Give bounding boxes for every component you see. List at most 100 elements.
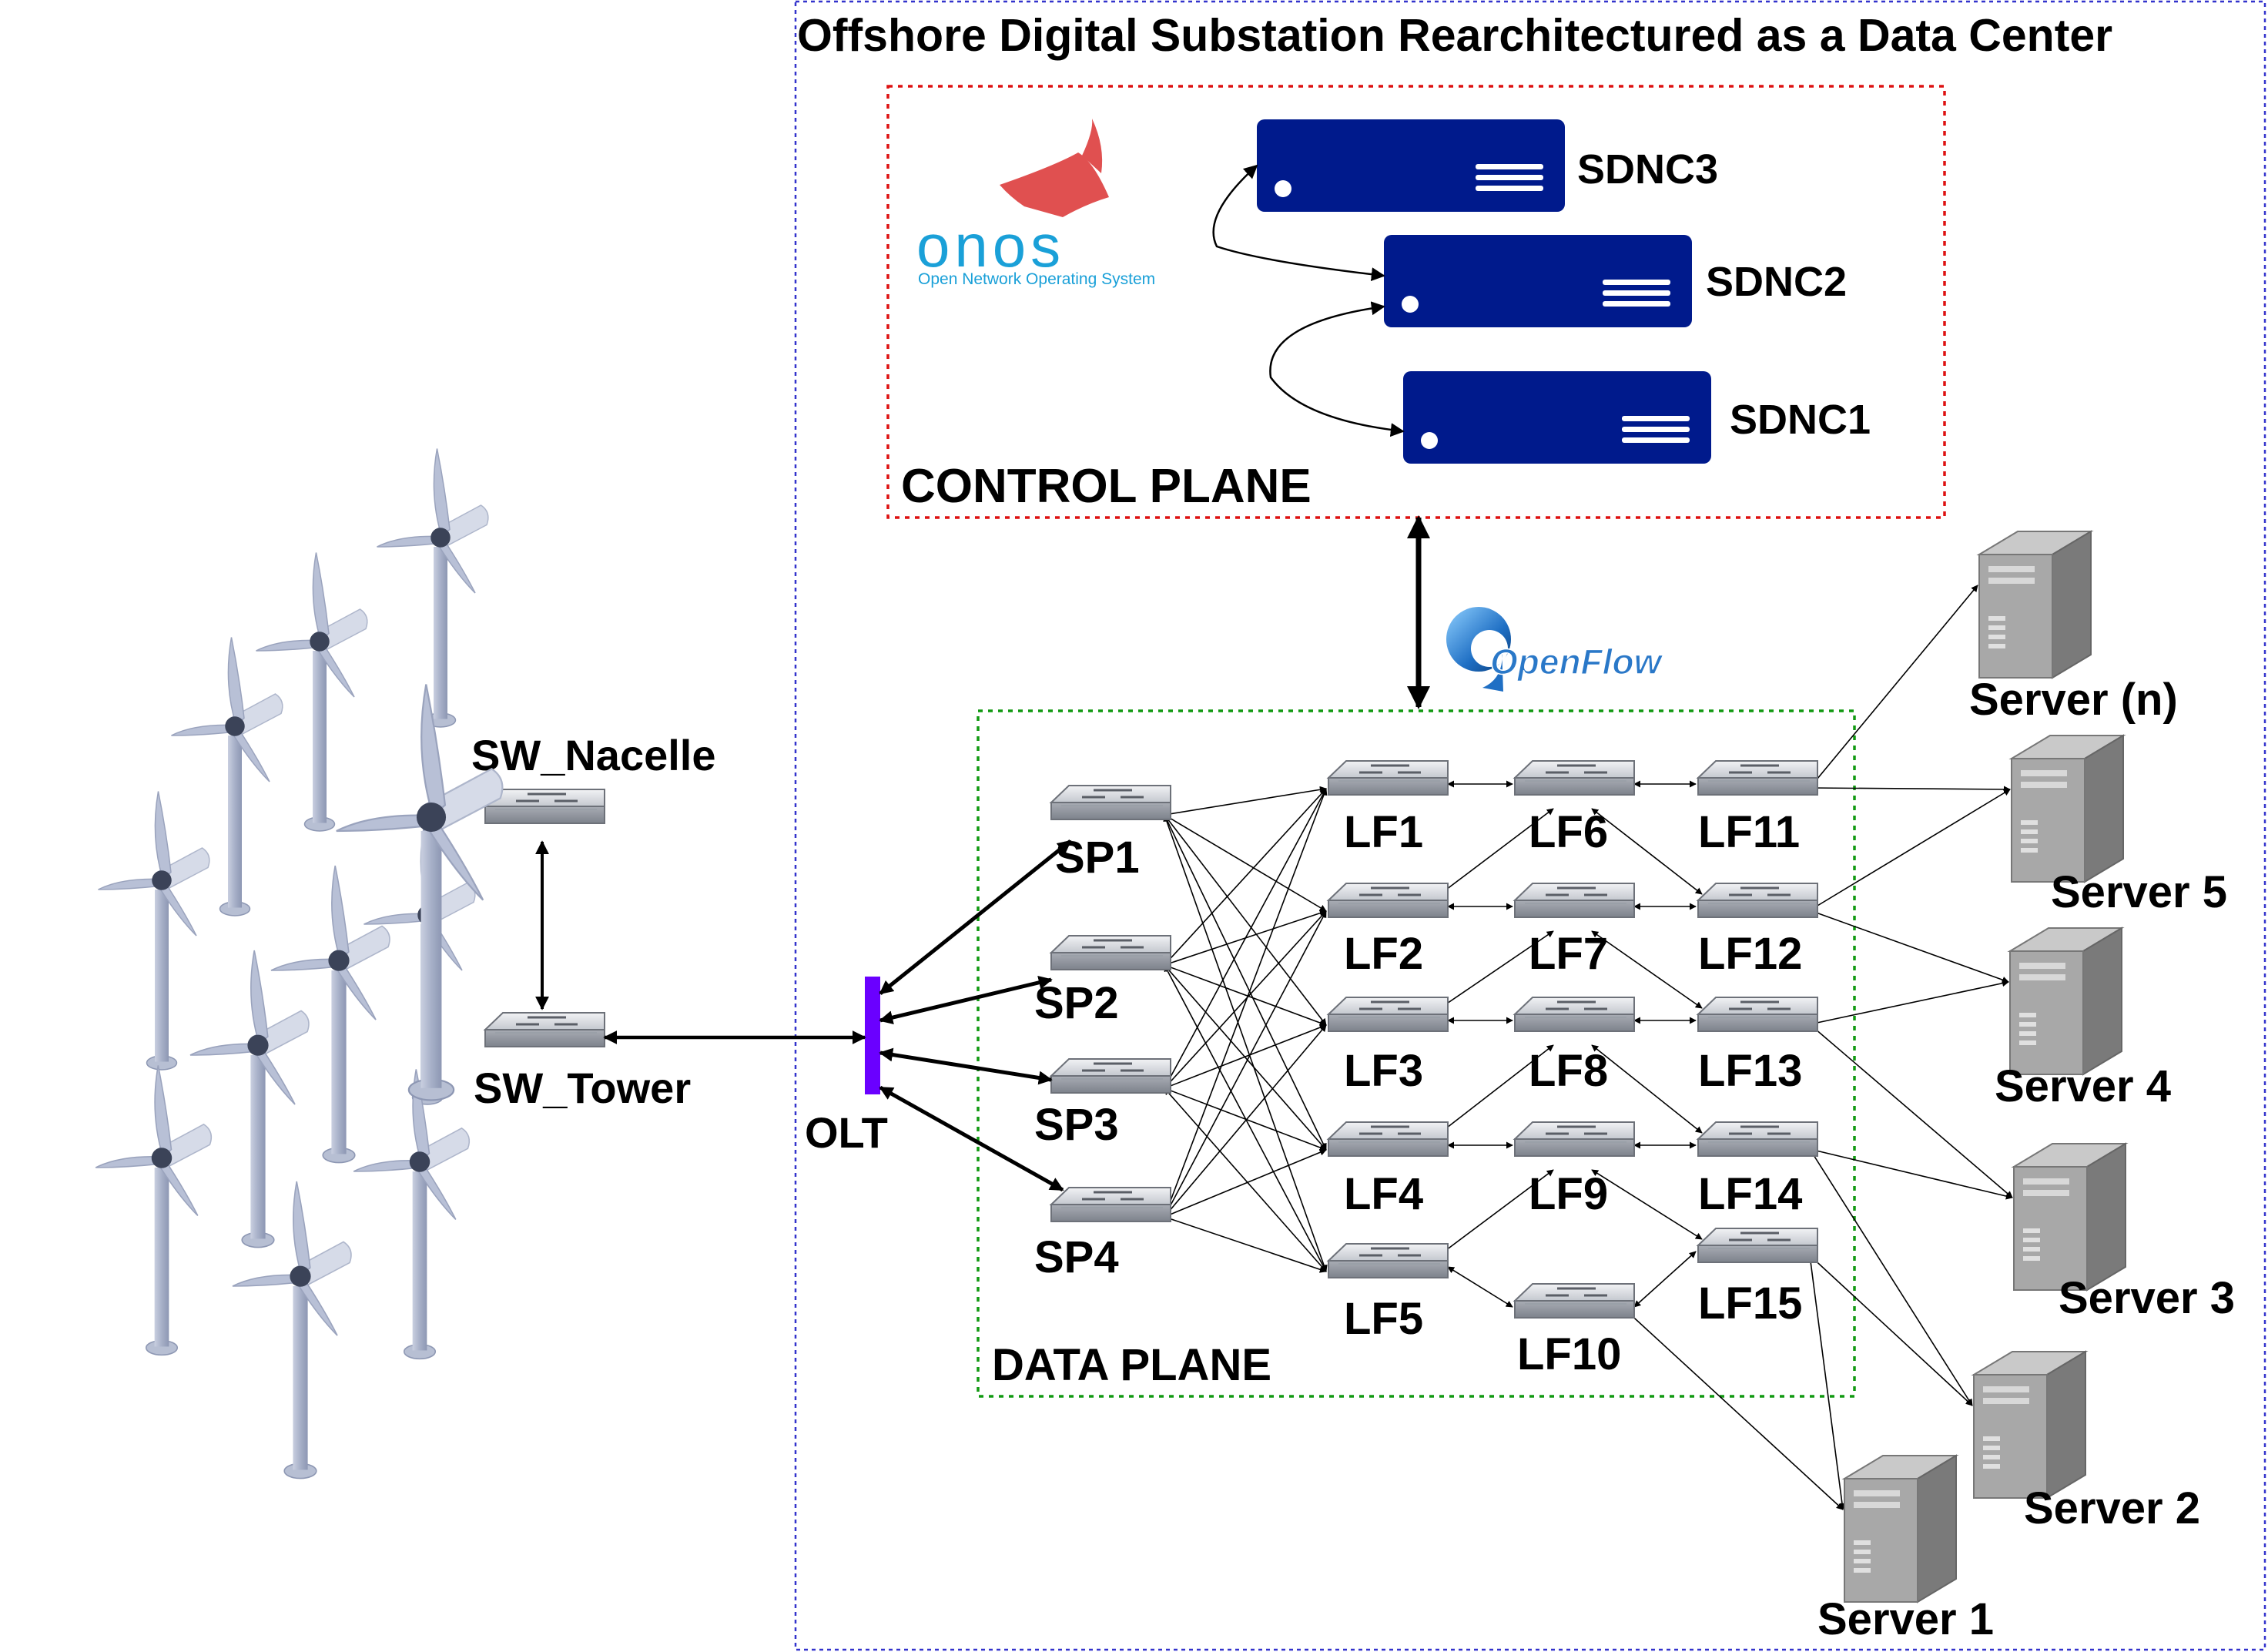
switch-sw-tower: SW_Tower xyxy=(474,1011,691,1112)
switch-lf10: LF10 xyxy=(1513,1282,1636,1379)
link-sp4-lf1 xyxy=(1163,788,1328,1218)
link-sp1-lf2 xyxy=(1164,814,1327,912)
network-switch-icon xyxy=(1513,1282,1636,1319)
network-switch-icon xyxy=(484,788,606,825)
network-switch-icon xyxy=(1050,1057,1172,1094)
sdnc-link-3-2 xyxy=(1212,164,1385,282)
switch-label: LF12 xyxy=(1698,929,1802,979)
sdnc1-label: SDNC1 xyxy=(1730,397,1871,443)
switch-sp2: SP2 xyxy=(1034,934,1172,1028)
network-switch-icon xyxy=(1513,996,1636,1033)
link-lf13-server-3 xyxy=(1809,1024,2013,1198)
switch-lf9: LF9 xyxy=(1513,1121,1636,1219)
server-server-3: Server 3 xyxy=(2013,1143,2235,1323)
link-lf12-server-4 xyxy=(1809,909,2009,983)
network-switch-icon xyxy=(1327,882,1449,919)
switch-lf13: LF13 xyxy=(1697,996,1819,1096)
wind-farm xyxy=(95,447,504,1479)
switch-label: LF15 xyxy=(1698,1278,1802,1329)
switch-lf5: LF5 xyxy=(1327,1242,1449,1344)
olt-sp3-link xyxy=(879,1047,1053,1085)
link-lf7-lf3 xyxy=(1439,930,1554,1009)
olt-sp2-link xyxy=(879,976,1053,1024)
wind-turbine-icon xyxy=(97,790,210,1071)
network-switch-icon xyxy=(1697,882,1819,919)
network-switch-icon xyxy=(1050,784,1172,821)
switch-lf14: LF14 xyxy=(1697,1121,1819,1219)
switch-label: LF5 xyxy=(1344,1294,1423,1344)
switch-lf3: LF3 xyxy=(1327,996,1449,1096)
server-server-1: Server 1 xyxy=(1817,1455,1994,1644)
sdnc-link-2-1 xyxy=(1269,301,1405,437)
switch-label: LF11 xyxy=(1698,807,1800,857)
data-center-boundary xyxy=(794,0,2266,1651)
network-switch-icon xyxy=(1327,1242,1449,1279)
link-lf11-server-5 xyxy=(1809,784,2011,793)
switch-label: LF9 xyxy=(1529,1169,1608,1219)
olt-label: OLT xyxy=(805,1108,888,1157)
server-label: Server 4 xyxy=(1995,1061,2171,1111)
wind-turbine-icon xyxy=(353,1068,471,1360)
wind-turbine-icon xyxy=(270,865,390,1164)
wind-turbine-icon xyxy=(376,447,489,728)
switch-lf2: LF2 xyxy=(1327,882,1449,979)
link-lf6-lf12 xyxy=(1591,808,1703,895)
server-server-2: Server 2 xyxy=(1973,1351,2200,1533)
wind-turbine-icon xyxy=(95,1064,213,1356)
link-lf12-server-5 xyxy=(1809,789,2011,911)
switch-label: LF3 xyxy=(1344,1046,1423,1096)
fabric-nodes: SP1SP2SP3SP4LF1LF2LF3LF4LF5LF6LF7LF8LF9L… xyxy=(471,531,2235,1644)
switch-sp4: SP4 xyxy=(1034,1186,1172,1282)
switch-sp1: SP1 xyxy=(1050,784,1172,883)
sdnc2: SDNC2 xyxy=(1384,235,1847,327)
network-switch-icon xyxy=(1697,1121,1819,1158)
server-label: Server 5 xyxy=(2051,867,2227,917)
link-sp1-lf1 xyxy=(1164,786,1327,818)
network-switch-icon xyxy=(1513,882,1636,919)
link-sp4-lf3 xyxy=(1164,1024,1327,1218)
link-sp3-lf4 xyxy=(1164,1087,1327,1151)
server-label: Server 1 xyxy=(1817,1594,1994,1644)
switch-label: LF6 xyxy=(1529,807,1608,857)
link-lf6-lf2 xyxy=(1439,808,1554,895)
data-plane-label: DATA PLANE xyxy=(992,1340,1271,1390)
onos-tagline: Open Network Operating System xyxy=(918,270,1155,288)
server-tower-icon xyxy=(1973,1351,2086,1499)
switch-lf6: LF6 xyxy=(1513,759,1636,857)
link-lf11-server-n xyxy=(1809,585,1978,789)
network-switch-icon xyxy=(1050,934,1172,971)
network-switch-icon xyxy=(1327,1121,1449,1158)
server-label: Server 2 xyxy=(2024,1483,2200,1533)
server-tower-icon xyxy=(2011,735,2124,883)
switch-sw-nacelle: SW_Nacelle xyxy=(471,731,716,825)
link-lf10-lf15 xyxy=(1633,1251,1697,1308)
sdnc1: SDNC1 xyxy=(1403,371,1871,464)
rack-server-icon xyxy=(1257,119,1565,212)
link-lf10-server-1 xyxy=(1626,1310,1844,1510)
sdnc3-label: SDNC3 xyxy=(1577,146,1718,193)
link-lf7-lf13 xyxy=(1591,930,1703,1009)
wind-turbine-icon xyxy=(255,551,368,832)
server-server-5: Server 5 xyxy=(2011,735,2227,917)
link-lf13-server-4 xyxy=(1809,980,2009,1027)
link-lf9-lf15 xyxy=(1591,1169,1703,1240)
switch-lf4: LF4 xyxy=(1327,1121,1449,1219)
server-label: Server (n) xyxy=(1969,675,2178,725)
sdnc2-label: SDNC2 xyxy=(1706,259,1847,305)
network-switch-icon xyxy=(1513,759,1636,796)
server-tower-icon xyxy=(1844,1455,1957,1603)
link-sp4-lf4 xyxy=(1164,1148,1327,1218)
wind-turbine-icon xyxy=(232,1181,352,1479)
switch-label: SP3 xyxy=(1034,1100,1119,1150)
link-sp2-lf3 xyxy=(1164,963,1327,1027)
control-plane-label: CONTROL PLANE xyxy=(901,460,1312,513)
link-sp4-lf5 xyxy=(1164,1215,1327,1273)
switch-label: LF7 xyxy=(1529,929,1608,979)
server-tower-icon xyxy=(2013,1143,2126,1291)
switch-label: SP1 xyxy=(1055,833,1140,883)
switch-lf15: LF15 xyxy=(1697,1227,1819,1329)
network-switch-icon xyxy=(1697,759,1819,796)
fabric-links xyxy=(1163,585,2013,1510)
olt-sp1-link xyxy=(879,839,1072,995)
